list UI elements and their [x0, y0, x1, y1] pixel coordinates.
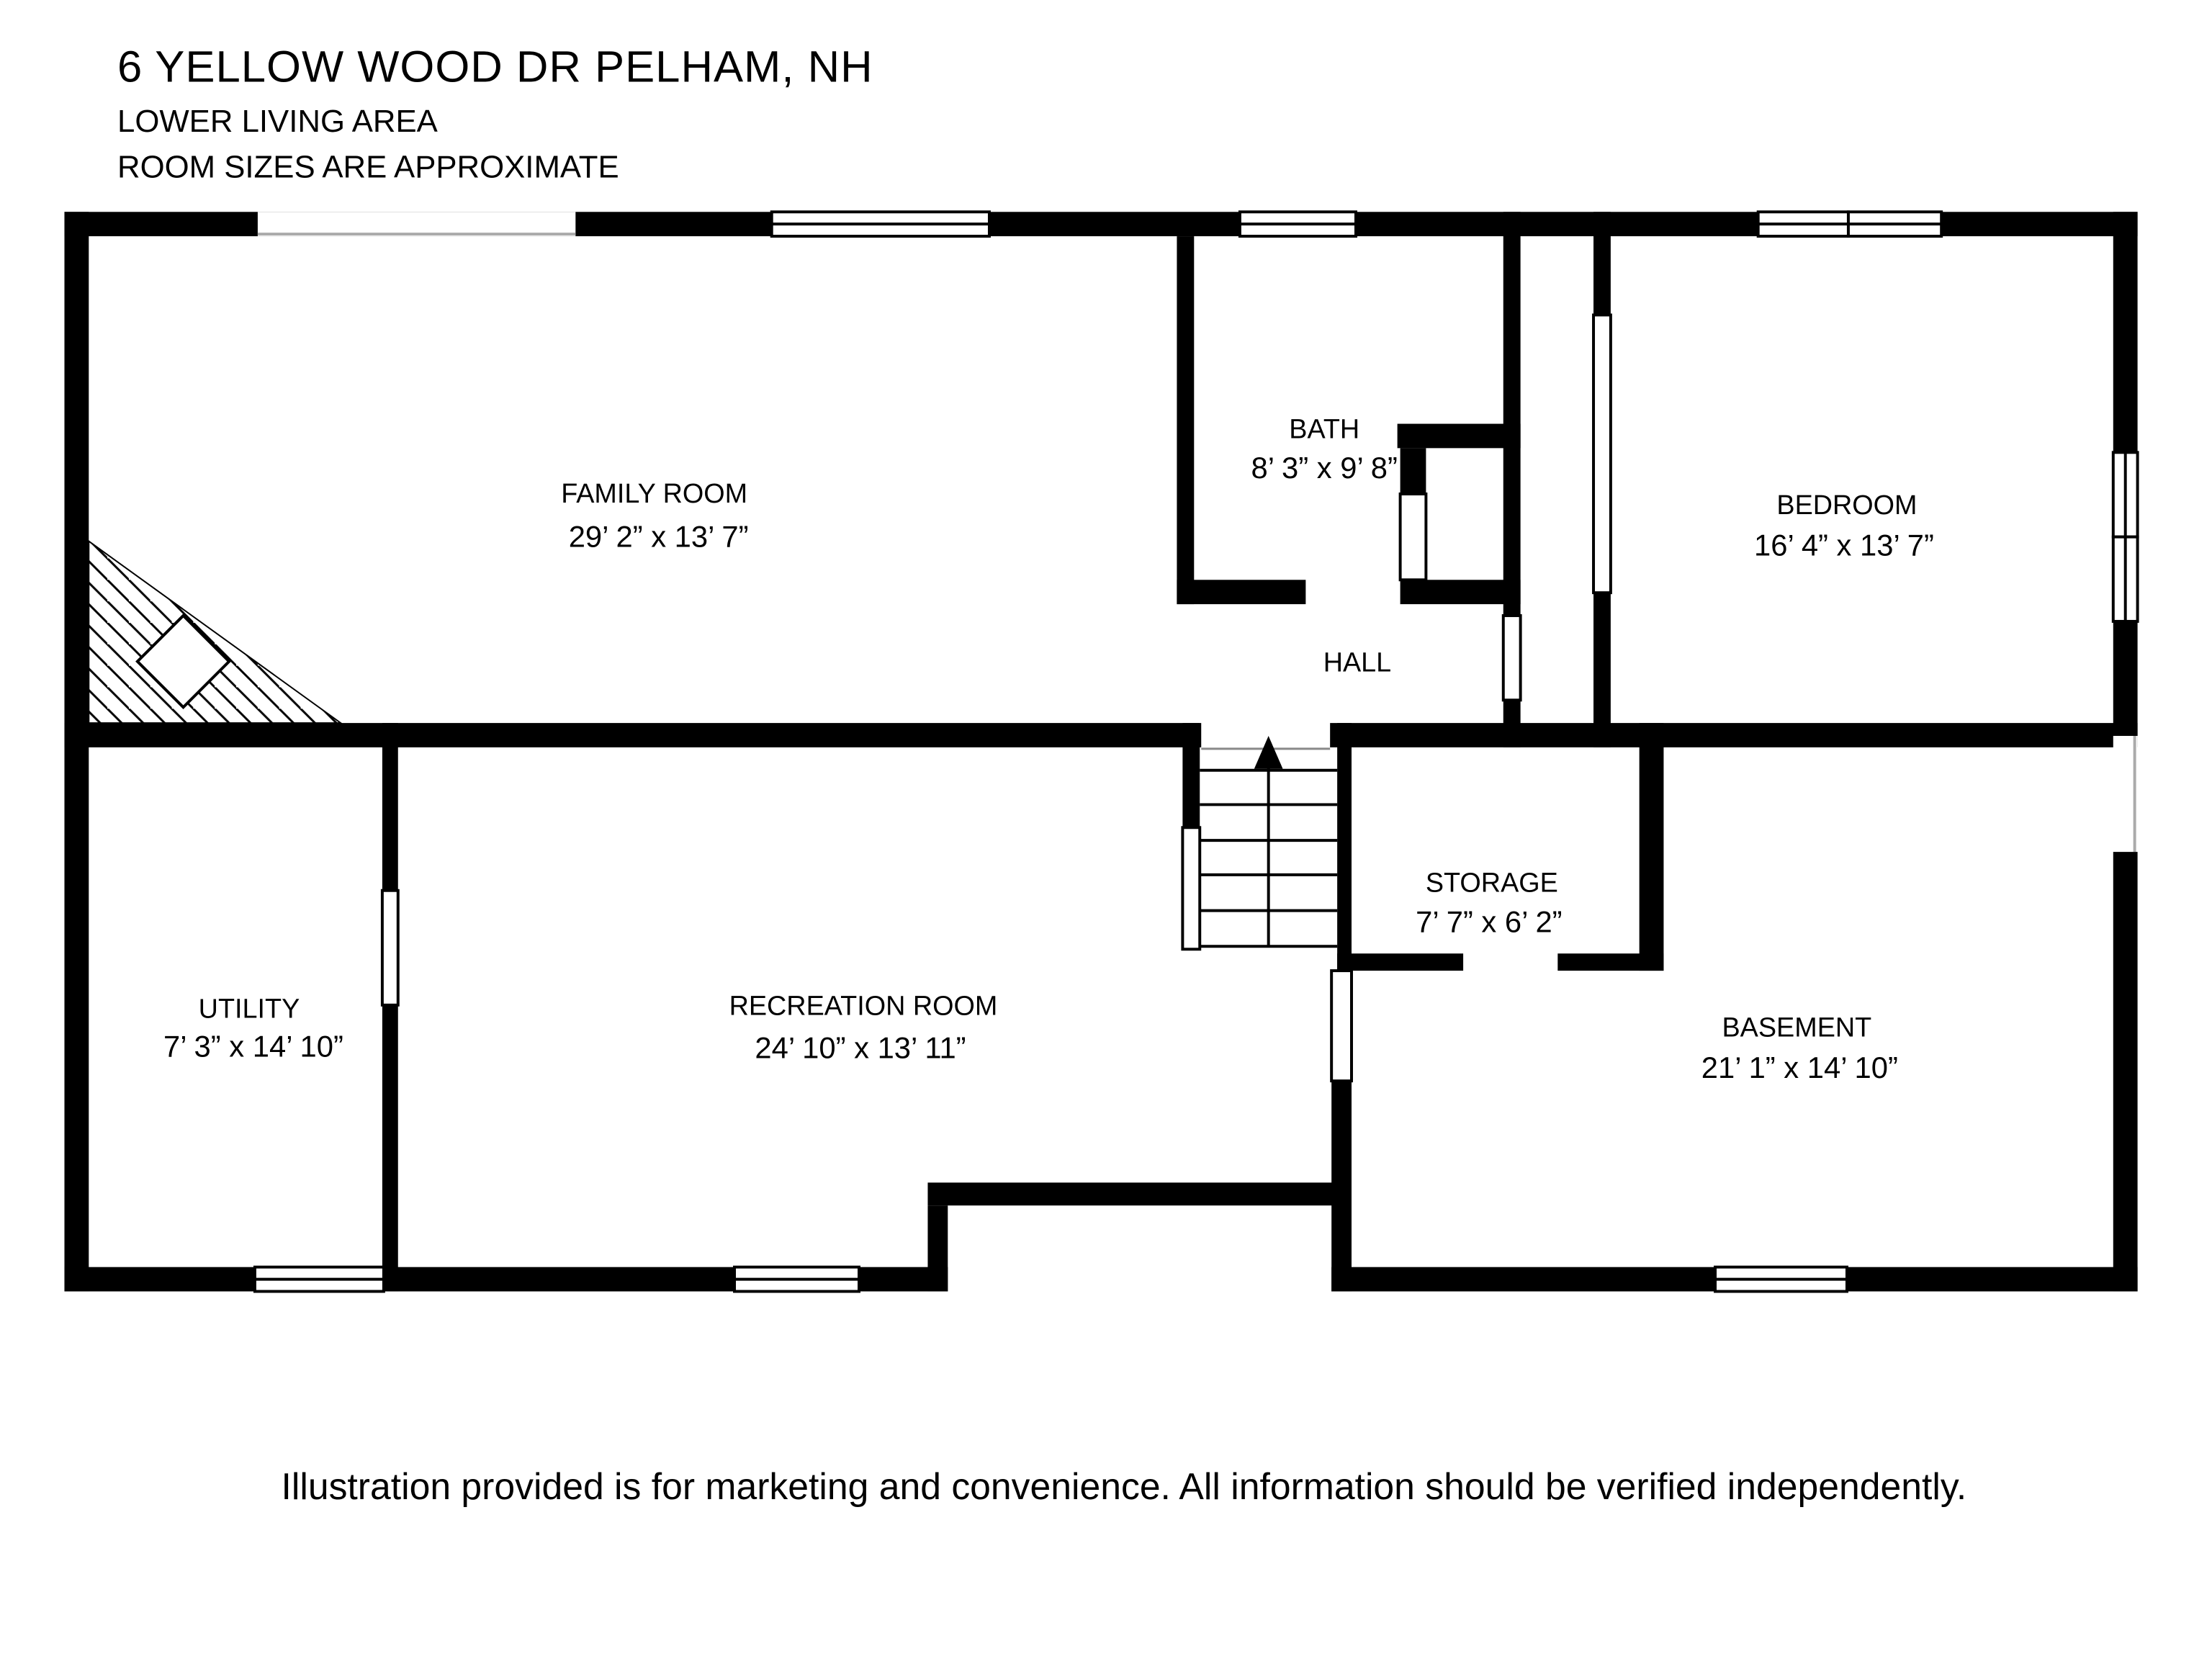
doors	[380, 313, 1612, 1083]
window-bedroom-top-left	[1756, 210, 1850, 238]
window-basement-bottom	[1714, 1265, 1848, 1293]
stair-right-wall	[1337, 723, 1352, 971]
storage-bottom-wall-left	[1337, 953, 1464, 971]
room-name-storage: STORAGE	[1426, 868, 1558, 899]
utility-wall-lower	[382, 1004, 398, 1292]
room-dims-family-room: 29’ 2” x 13’ 7”	[569, 520, 749, 554]
room-name-family-room: FAMILY ROOM	[561, 479, 747, 509]
wall-opening-top	[257, 212, 576, 237]
door-bath-closet	[1398, 492, 1428, 582]
window-bath-top	[1238, 210, 1357, 238]
bath-bottom-wall-right	[1400, 580, 1521, 605]
corner-hearth	[88, 539, 343, 724]
room-label-storage: STORAGE 7’ 7” x 6’ 2”	[1416, 868, 1562, 939]
stair-left-wall	[1182, 723, 1200, 828]
page-subtitle: LOWER LIVING AREA	[117, 104, 439, 139]
hall-wall-stub	[1503, 700, 1521, 747]
room-dims-bath: 8’ 3” x 9’ 8”	[1251, 451, 1398, 485]
window-family-room-top	[770, 210, 991, 238]
room-name-basement: BASEMENT	[1722, 1013, 1871, 1043]
bath-bottom-wall-left	[1177, 580, 1306, 605]
door-hall-corridor	[1501, 613, 1522, 702]
room-dims-recreation-room: 24’ 10” x 13’ 11”	[755, 1030, 966, 1064]
room-dims-bedroom: 16’ 4” x 13’ 7”	[1754, 528, 1934, 562]
room-label-basement: BASEMENT 21’ 1” x 14’ 10”	[1701, 1013, 1898, 1085]
page-title: 6 YELLOW WOOD DR PELHAM, NH	[117, 42, 873, 91]
outer-wall-right-lower	[2113, 852, 2138, 1292]
room-name-utility: UTILITY	[199, 994, 300, 1025]
room-labels: FAMILY ROOM 29’ 2” x 13’ 7” BATH 8’ 3” x…	[163, 414, 1934, 1084]
utility-wall-upper	[382, 723, 398, 891]
window-bedroom-right-upper	[2111, 451, 2139, 539]
room-dims-storage: 7’ 7” x 6’ 2”	[1416, 904, 1562, 938]
door-bedroom-opening	[1592, 313, 1612, 595]
room-label-hall: HALL	[1323, 648, 1391, 678]
door-under-stairs	[1181, 826, 1202, 951]
notch-left-wall	[927, 1205, 948, 1292]
bedroom-left-wall-top	[1593, 212, 1611, 315]
room-dims-utility: 7’ 3” x 14’ 10”	[163, 1029, 343, 1063]
room-label-bedroom: BEDROOM 16’ 4” x 13’ 7”	[1754, 490, 1934, 562]
bath-closet-top-wall	[1397, 423, 1521, 449]
bedroom-left-wall-bottom	[1593, 593, 1611, 747]
divider-wall-right	[1330, 723, 2138, 747]
notch-top-wall	[927, 1182, 1352, 1206]
bath-closet-side-wall	[1400, 448, 1426, 494]
window-bedroom-top-right	[1846, 210, 1943, 238]
window-recreation-bottom	[733, 1265, 860, 1293]
door-basement	[1330, 969, 1353, 1083]
room-dims-basement: 21’ 1” x 14’ 10”	[1701, 1051, 1898, 1084]
room-label-family-room: FAMILY ROOM 29’ 2” x 13’ 7”	[561, 479, 748, 554]
room-name-bedroom: BEDROOM	[1776, 490, 1917, 521]
room-name-hall: HALL	[1323, 648, 1391, 678]
stairs-up-arrow-icon	[1254, 736, 1283, 769]
room-label-bath: BATH 8’ 3” x 9’ 8”	[1251, 414, 1398, 485]
window-utility-bottom	[253, 1265, 385, 1293]
outer-wall-left	[64, 212, 89, 1292]
title-block: 6 YELLOW WOOD DR PELHAM, NH LOWER LIVING…	[117, 42, 873, 184]
windows	[253, 210, 2139, 1293]
window-bedroom-right-lower	[2111, 535, 2139, 623]
stairs-symbol	[1200, 736, 1338, 948]
hearth-diamond-icon	[135, 613, 231, 710]
wall-openings	[257, 212, 2138, 853]
bath-left-wall	[1177, 236, 1195, 605]
divider-wall-left	[64, 723, 1202, 747]
page-note: ROOM SIZES ARE APPROXIMATE	[117, 150, 619, 185]
door-utility	[380, 889, 400, 1007]
disclaimer-text: Illustration provided is for marketing a…	[282, 1465, 1967, 1507]
room-name-bath: BATH	[1289, 414, 1359, 444]
storage-bottom-wall-right	[1557, 953, 1664, 971]
room-label-utility: UTILITY 7’ 3” x 14’ 10”	[163, 994, 343, 1064]
room-label-recreation-room: RECREATION ROOM 24’ 10” x 13’ 11”	[729, 992, 998, 1065]
bath-right-wall	[1503, 212, 1521, 616]
storage-right-wall	[1639, 723, 1664, 971]
room-name-recreation-room: RECREATION ROOM	[729, 992, 998, 1022]
